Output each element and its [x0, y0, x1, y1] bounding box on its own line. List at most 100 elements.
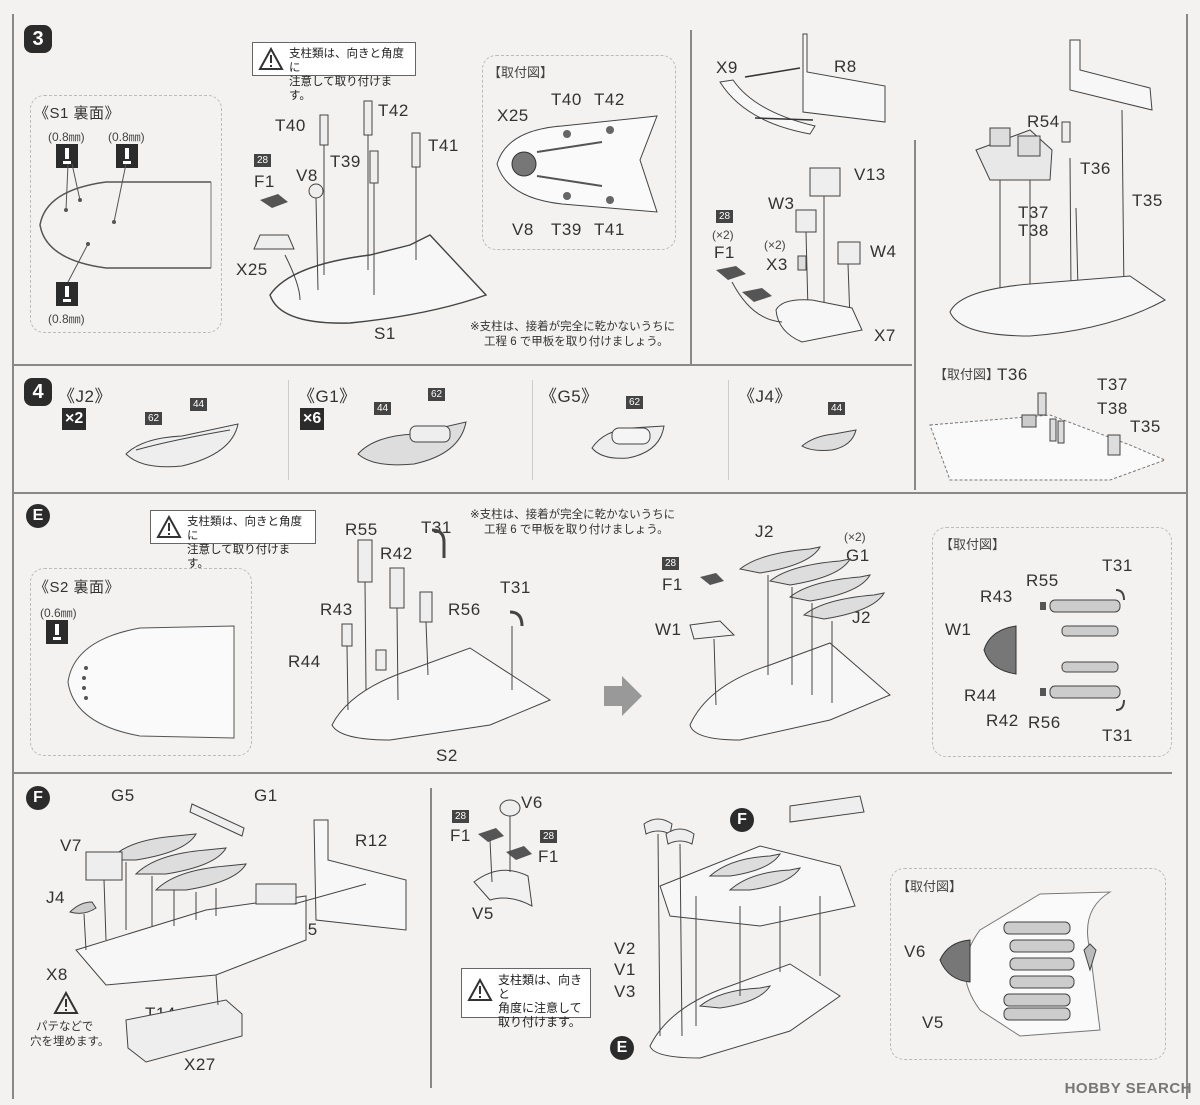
- mount-f-V5: V5: [922, 1013, 944, 1032]
- part-V2: V2: [614, 939, 636, 958]
- mount-e-drawing: [983, 589, 1125, 711]
- strut-note-s3-l2: 注意して取り付けます。: [289, 76, 393, 102]
- part-X8: X8: [46, 965, 68, 984]
- part-F1-s3: F1: [254, 172, 275, 191]
- mount-T37: T37: [1097, 375, 1128, 394]
- boat-g1-drawing: [357, 421, 467, 466]
- strut-note-f-l2: 角度に注意して: [498, 1001, 582, 1015]
- strut-note-f-l1: 支柱類は、向きと: [498, 973, 583, 1001]
- divider-h2: [12, 492, 1187, 494]
- s1-assembly-drawing: [253, 100, 488, 324]
- x2-c: (×2): [844, 530, 866, 544]
- mount-title-t: 【取付図】: [934, 367, 1000, 382]
- mount-f-drawing: [939, 891, 1112, 1037]
- paint-44-j4: 44: [828, 402, 846, 415]
- step-F-ref-badge: F: [730, 808, 754, 832]
- strut-note-f-l3: 取り付けます。: [498, 1015, 581, 1029]
- mount-s1-drawing: [496, 115, 658, 213]
- hole-08-a: (0.8㎜): [48, 130, 85, 144]
- dry-note-e-l1: ※支柱は、接着が完全に乾かないうちに: [470, 509, 676, 521]
- f-assembly-drawing: [69, 803, 407, 1063]
- mount-box-s1: [482, 55, 676, 250]
- mount-box-f: [890, 868, 1166, 1060]
- mount-e-R42: R42: [986, 711, 1019, 730]
- mount-e-W1: W1: [945, 620, 972, 639]
- s1-back-title: 《S1 裏面》: [34, 105, 121, 122]
- part-R44: R44: [288, 652, 321, 671]
- part-G5: G5: [111, 786, 135, 805]
- part-G1-e: G1: [846, 546, 870, 565]
- mount-T41: T41: [594, 220, 625, 239]
- part-F1-e: F1: [662, 575, 683, 594]
- mount-T38: T38: [1097, 399, 1128, 418]
- s1-back-hull: [39, 163, 212, 283]
- mount-e-T31-b: T31: [1102, 726, 1133, 745]
- part-X27: X27: [184, 1055, 216, 1074]
- step4-div-2: [532, 380, 533, 480]
- mount-e-R44: R44: [964, 686, 997, 705]
- part-R56: R56: [448, 600, 481, 619]
- frame-right: [1186, 14, 1188, 1099]
- divider-h3: [12, 772, 1172, 774]
- part-T36: T36: [1080, 159, 1111, 178]
- bulkhead-drawing: [719, 33, 886, 135]
- dry-note-s3-l1: ※支柱は、接着が完全に乾かないうちに: [470, 321, 676, 333]
- paint-62-g1: 62: [428, 388, 446, 401]
- part-T41: T41: [428, 136, 459, 155]
- s2-back-hull: [67, 625, 235, 739]
- part-V3: V3: [614, 982, 636, 1001]
- mult-x6: ×6: [300, 408, 325, 430]
- hole-06: (0.6㎜): [40, 606, 77, 620]
- part-V6: V6: [521, 793, 543, 812]
- paint-44-j2: 44: [190, 398, 208, 411]
- part-T39: T39: [330, 152, 361, 171]
- part-F1-f1: F1: [450, 826, 471, 845]
- mount-title-f: 【取付図】: [897, 879, 963, 894]
- dry-note-e-l2: 工程 6 で甲板を取り付けましょう。: [484, 524, 669, 536]
- mount-T39: T39: [551, 220, 582, 239]
- frame-left: [12, 14, 14, 1099]
- part-X7: X7: [874, 326, 896, 345]
- boat-j4-drawing: [801, 429, 857, 451]
- mount-T35: T35: [1130, 417, 1161, 436]
- mount-title-s1: 【取付図】: [488, 65, 554, 80]
- drill-icon-d: [46, 620, 68, 644]
- s1-back-box: [30, 95, 222, 333]
- part-X25: X25: [236, 260, 268, 279]
- part-R43: R43: [320, 600, 353, 619]
- strut-note-f: 支柱類は、向きと 角度に注意して 取り付けます。: [461, 968, 591, 1029]
- step4-div-1: [288, 380, 289, 480]
- mount-e-T31-a: T31: [1102, 556, 1133, 575]
- mount-t-drawing: [929, 392, 1167, 481]
- mult-x2: ×2: [62, 408, 87, 430]
- part-W1-e: W1: [655, 620, 682, 639]
- boat-j2-title: 《J2》: [58, 387, 112, 406]
- step-E-badge: E: [26, 504, 50, 528]
- part-V5: V5: [472, 904, 494, 923]
- boat-g5-title: 《G5》: [540, 387, 599, 406]
- paint-28-s3: 28: [254, 154, 272, 167]
- part-T37: T37: [1018, 203, 1049, 222]
- mount-V8: V8: [512, 220, 534, 239]
- warning-icon: [258, 46, 284, 70]
- f-mount-parts-drawing: [473, 799, 533, 907]
- part-J4: J4: [46, 888, 65, 907]
- s2-back-title: 《S2 裏面》: [34, 579, 121, 596]
- paint-28-f1: 28: [452, 810, 470, 823]
- part-J2-b: J2: [852, 608, 871, 627]
- divider-v1: [690, 30, 692, 365]
- mount-X25: X25: [497, 106, 529, 125]
- strut-note-s3-l1: 支柱類は、向きと角度に: [289, 48, 404, 74]
- step-F-badge: F: [26, 786, 50, 810]
- x2-a: (×2): [712, 228, 734, 242]
- putty-note-l1: パテなどで: [36, 1021, 94, 1033]
- part-V1: V1: [614, 960, 636, 979]
- strut-note-e-l1: 支柱類は、向きと角度に: [187, 516, 302, 542]
- part-R54: R54: [1027, 112, 1060, 131]
- part-T31-b: T31: [500, 578, 531, 597]
- bridge-assembly-drawing: [716, 167, 863, 343]
- boat-g1-title: 《G1》: [298, 387, 357, 406]
- watermark: HOBBY SEARCH: [1064, 1080, 1192, 1097]
- divider-v2: [914, 140, 916, 490]
- mount-f-V6: V6: [904, 942, 926, 961]
